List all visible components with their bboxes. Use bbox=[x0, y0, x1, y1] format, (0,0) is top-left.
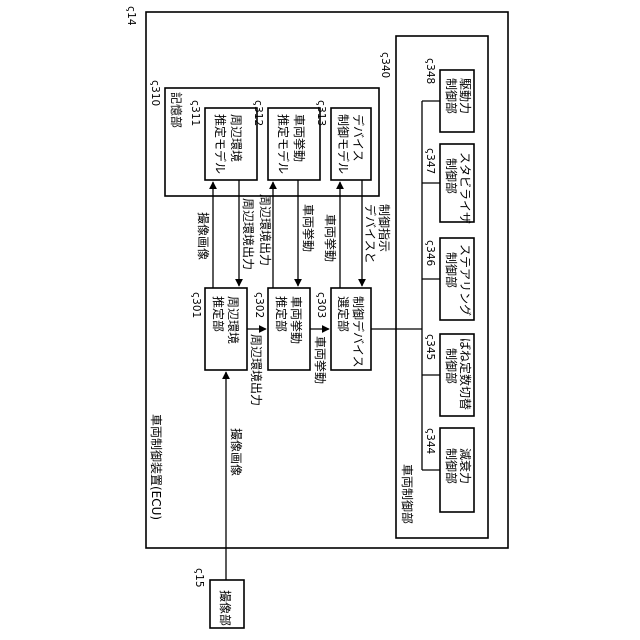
flow-behavior-direct-label: 車両挙動 bbox=[313, 336, 327, 384]
steering-ctrl-label-1: ステアリング bbox=[458, 244, 472, 316]
drive-ctrl-label-1: 駆動力 bbox=[458, 78, 472, 114]
vehicle-ctrl-ref: ς340 bbox=[379, 52, 391, 78]
behavior-est-label-2: 推定部 bbox=[274, 296, 289, 332]
surround-model-label-2: 推定モデル bbox=[213, 114, 228, 174]
device-model-label-2: 制御モデル bbox=[336, 114, 351, 174]
behavior-model-label-2: 推定モデル bbox=[276, 114, 291, 174]
stabilizer-ctrl-label-2: 制御部 bbox=[444, 158, 459, 194]
storage-ref: ς310 bbox=[149, 80, 161, 106]
device-sel-label-1: 制御デバイス bbox=[351, 296, 366, 368]
device-model-ref: ς313 bbox=[315, 100, 327, 126]
surround-model-ref: ς311 bbox=[189, 100, 201, 126]
behavior-model-label-1: 車両挙動 bbox=[292, 114, 306, 162]
flow-device-instruction-label-1: デバイスと bbox=[363, 204, 378, 264]
surround-est-label-1: 周辺環境 bbox=[226, 296, 241, 344]
ecu-label: 車両制御装置(ECU) bbox=[149, 414, 164, 520]
damping-ctrl-label-1: 減衰力 bbox=[458, 448, 473, 484]
flow-camera-image-in-label: 撮像画像 bbox=[229, 428, 243, 476]
vehicle-ctrl-label: 車両制御部 bbox=[400, 464, 415, 524]
stabilizer-ctrl-ref: ς347 bbox=[424, 148, 436, 174]
flow-surround-out-model-label: 周辺環境出力 bbox=[241, 198, 256, 270]
storage-label: 記憶部 bbox=[169, 92, 184, 128]
spring-ctrl-ref: ς345 bbox=[424, 334, 436, 360]
camera-ref: ς15 bbox=[193, 568, 205, 588]
flow-camera-image-model-label: 撮像画像 bbox=[196, 212, 210, 260]
stabilizer-ctrl-label-1: スタビライザ bbox=[458, 152, 472, 224]
camera-label: 撮像部 bbox=[218, 590, 233, 626]
spring-ctrl-label-1: ばね定数切替 bbox=[458, 338, 473, 410]
damping-ctrl-ref: ς344 bbox=[424, 428, 436, 455]
steering-ctrl-ref: ς346 bbox=[424, 240, 436, 267]
behavior-est-ref: ς302 bbox=[253, 292, 265, 318]
flow-surround-out-behavior-model-label: 周辺環境出力 bbox=[258, 194, 273, 266]
flow-device-instruction-label-2: 制御指示 bbox=[377, 204, 392, 252]
ecu-ref-label: ς14 bbox=[125, 6, 137, 26]
device-sel-ref: ς303 bbox=[315, 292, 327, 318]
damping-ctrl-label-2: 制御部 bbox=[444, 448, 459, 484]
steering-ctrl-label-2: 制御部 bbox=[444, 252, 459, 288]
behavior-model-ref: ς312 bbox=[252, 100, 264, 126]
surround-est-ref: ς301 bbox=[190, 292, 202, 318]
device-sel-label-2: 選定部 bbox=[336, 296, 351, 332]
drive-ctrl-label-2: 制御部 bbox=[444, 78, 459, 114]
surround-est-label-2: 推定部 bbox=[211, 296, 226, 332]
behavior-est-label-1: 車両挙動 bbox=[289, 296, 303, 344]
surround-model-label-1: 周辺環境 bbox=[229, 114, 244, 162]
flow-behavior-to-model-label: 車両挙動 bbox=[301, 204, 315, 252]
flow-behavior-to-device-model-label: 車両挙動 bbox=[323, 214, 337, 262]
drive-ctrl-ref: ς348 bbox=[424, 58, 436, 84]
device-model-label-1: デバイス bbox=[351, 114, 366, 162]
flow-surround-out-direct-label: 周辺環境出力 bbox=[249, 334, 264, 406]
spring-ctrl-label-2: 制御部 bbox=[444, 348, 459, 384]
